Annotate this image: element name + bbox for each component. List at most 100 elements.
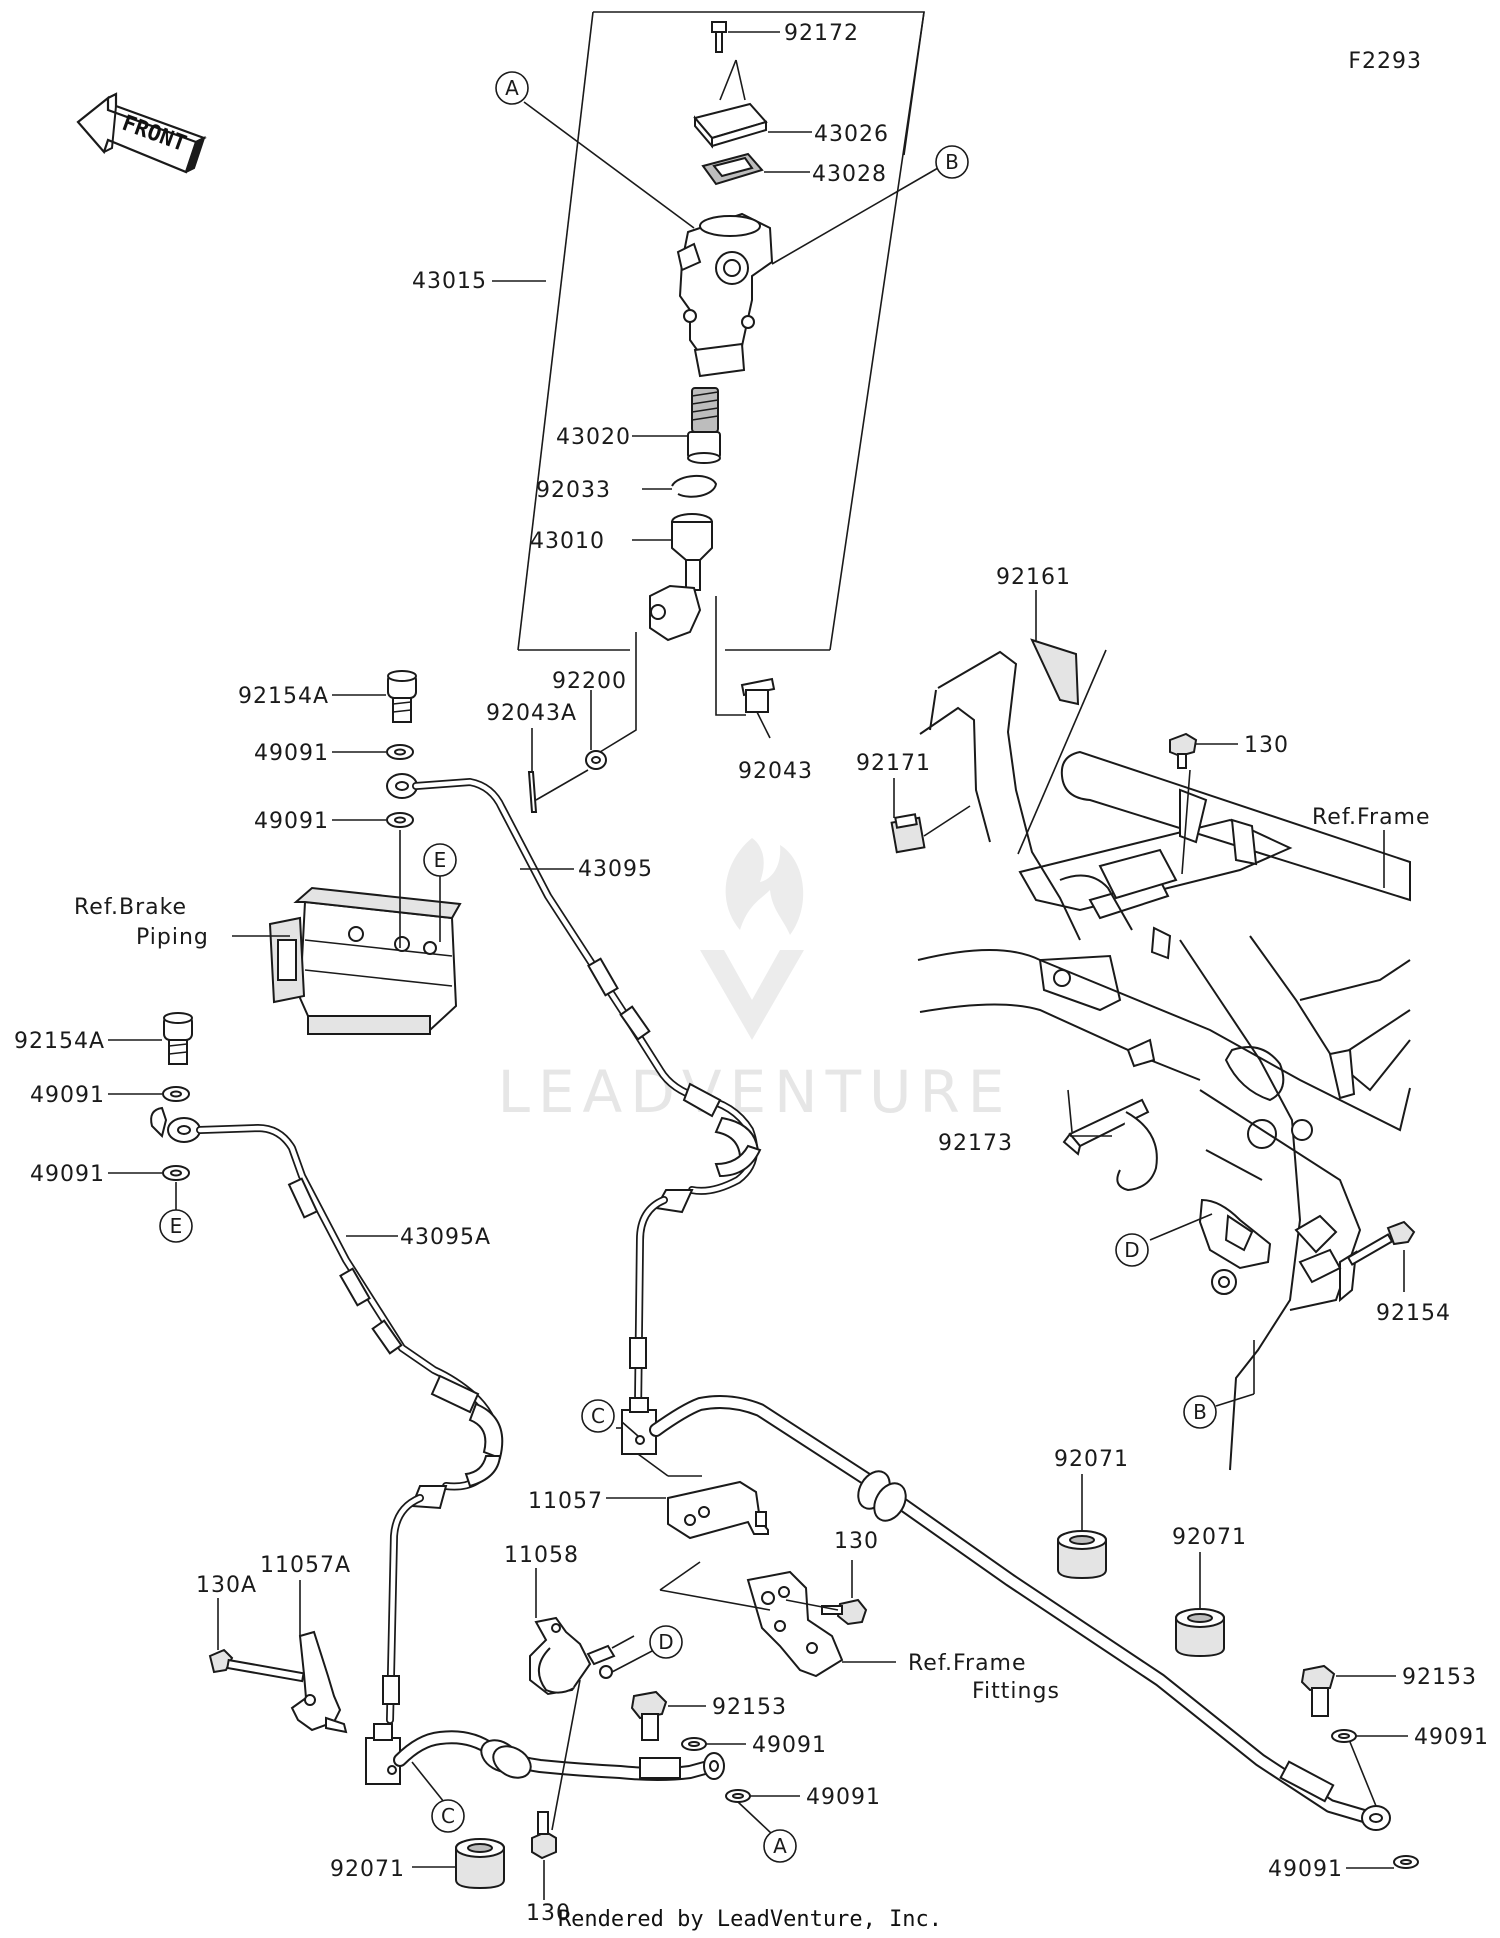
label-49091-2: 49091 [254,809,329,834]
label-49091-5: 49091 [752,1733,827,1758]
piston-43020 [687,387,721,464]
label-92172: 92172 [784,21,859,46]
label-92071-a: 92071 [1054,1447,1129,1472]
label-43026: 43026 [814,122,889,147]
label-92161: 92161 [996,565,1071,590]
front-arrow-icon: FRONT [76,92,207,174]
label-ref-fittings-2: Fittings [972,1679,1060,1704]
label-130-mid: 130 [834,1529,879,1554]
label-11057: 11057 [528,1489,603,1514]
clip-92171 [890,813,926,854]
svg-text:B: B [945,150,959,174]
bolt-130-mid [821,1598,868,1626]
svg-text:C: C [441,1804,455,1828]
grommet-92071-a [1057,1530,1107,1580]
label-92153-b: 92153 [1402,1665,1477,1690]
callout-E-top: E [423,843,457,877]
svg-text:D: D [658,1630,673,1654]
label-92173: 92173 [938,1131,1013,1156]
svg-text:C: C [591,1404,605,1428]
frame-section [917,650,1411,1471]
label-92171: 92171 [856,751,931,776]
bolt-130-top [1169,732,1198,769]
svg-text:A: A [505,76,519,100]
label-92154A-top: 92154A [238,684,329,709]
label-49091-7: 49091 [1414,1725,1489,1750]
watermark: LEADVENTURE [498,838,1013,1126]
label-130-top: 130 [1244,733,1289,758]
frame-fittings-bracket [746,1570,844,1678]
label-43010: 43010 [530,529,605,554]
callout-E-mid: E [159,1209,193,1243]
label-130A: 130A [196,1573,257,1598]
callout-B-top: B [935,145,969,179]
svg-text:E: E [434,848,447,872]
label-49091-4: 49091 [30,1162,105,1187]
label-43095: 43095 [578,857,653,882]
bolt-92154A-mid [163,1012,193,1065]
label-130-bottom: 130 [526,1901,571,1926]
joint-block-upper [621,1397,657,1455]
callout-A-bottom: A [763,1829,797,1863]
label-49091-8: 49091 [1268,1857,1343,1882]
label-92154A-mid: 92154A [14,1029,105,1054]
bracket-11057 [667,1480,769,1540]
grommet-92071-b [1175,1608,1225,1658]
label-92071-b: 92071 [1172,1525,1247,1550]
footer-credit: Rendered by LeadVenture, Inc. [558,1907,942,1932]
master-cylinder-assembly [517,11,925,651]
label-92033: 92033 [536,478,611,503]
bolt-92154A-top [387,670,417,723]
rear-brake-hose [649,1395,1391,1831]
label-49091-6: 49091 [806,1785,881,1810]
part-number-labels: 92172 43026 43028 43015 43020 92033 4301… [14,21,1489,1926]
label-92154: 92154 [1376,1301,1451,1326]
label-11057A: 11057A [260,1553,351,1578]
label-49091-1: 49091 [254,741,329,766]
abs-unit [268,886,462,1035]
front-brake-hose-lower [393,1730,725,1781]
label-92200: 92200 [552,669,627,694]
bolt-92153-b [1300,1664,1336,1717]
label-92153-a: 92153 [712,1695,787,1720]
joint-block-lower [365,1723,401,1785]
label-ref-brake-2: Piping [136,925,209,950]
label-43020: 43020 [556,425,631,450]
callout-D-right: D [1115,1233,1149,1267]
callout-A-top: A [495,71,529,105]
bolt-130A [208,1648,305,1683]
label-11058: 11058 [504,1543,579,1568]
svg-text:A: A [773,1834,787,1858]
label-ref-frame: Ref.Frame [1312,805,1431,830]
brake-hose-43095 [412,778,762,1414]
reference-labels: Ref.Frame Ref.Brake Piping Ref.Frame Fit… [74,805,1431,1704]
bracket-11057A [290,1630,348,1734]
label-ref-fittings-1: Ref.Frame [908,1651,1027,1676]
watermark-text: LEADVENTURE [498,1058,1013,1126]
brake-hose-43095A [150,1106,504,1724]
label-49091-3: 49091 [30,1083,105,1108]
callout-C-mid: C [581,1399,615,1433]
label-43028: 43028 [812,162,887,187]
svg-text:D: D [1124,1238,1139,1262]
label-92043: 92043 [738,759,813,784]
label-43015: 43015 [412,269,487,294]
figure-code: F2293 [1348,49,1422,74]
bolt-92153-a [630,1690,668,1741]
label-43095A: 43095A [400,1225,491,1250]
bolt-92172 [711,21,727,53]
bolt-130-bottom [531,1811,557,1860]
clamp-92173 [1062,1098,1158,1192]
bracket-11058 [529,1616,616,1696]
svg-text:E: E [170,1214,183,1238]
label-92043A: 92043A [486,701,577,726]
callout-D-bottom: D [649,1625,683,1659]
bolt-92154 [1346,1220,1416,1266]
pin-92043 [740,677,776,713]
callout-C-bottom: C [431,1799,465,1833]
label-92071-c: 92071 [330,1857,405,1882]
callout-B-right: B [1183,1395,1217,1429]
svg-text:B: B [1193,1400,1207,1424]
grommet-92071-c [455,1838,505,1890]
